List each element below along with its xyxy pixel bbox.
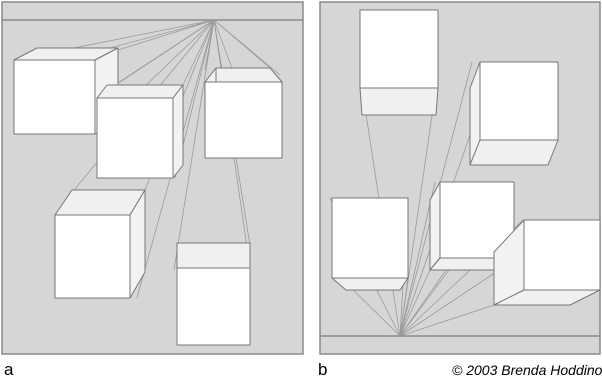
panel-a-label: a [4, 360, 14, 379]
copyright-credit: © 2003 Brenda Hoddinott [452, 362, 602, 378]
panel-b-label: b [318, 360, 328, 379]
panel-b-drawing [318, 0, 602, 356]
cube-a4 [54, 189, 146, 299]
cube-a3 [204, 67, 283, 159]
cube-b2 [469, 61, 559, 166]
cube-a2 [96, 84, 184, 179]
cube-b5 [493, 219, 601, 306]
panel-a-svg [1, 1, 304, 355]
cube-b4 [429, 181, 515, 271]
panel-a-drawing [0, 0, 305, 356]
panel-b-svg [319, 1, 601, 355]
cube-b3 [331, 197, 409, 291]
cube-a5 [176, 242, 251, 346]
cube-b1 [359, 9, 439, 116]
